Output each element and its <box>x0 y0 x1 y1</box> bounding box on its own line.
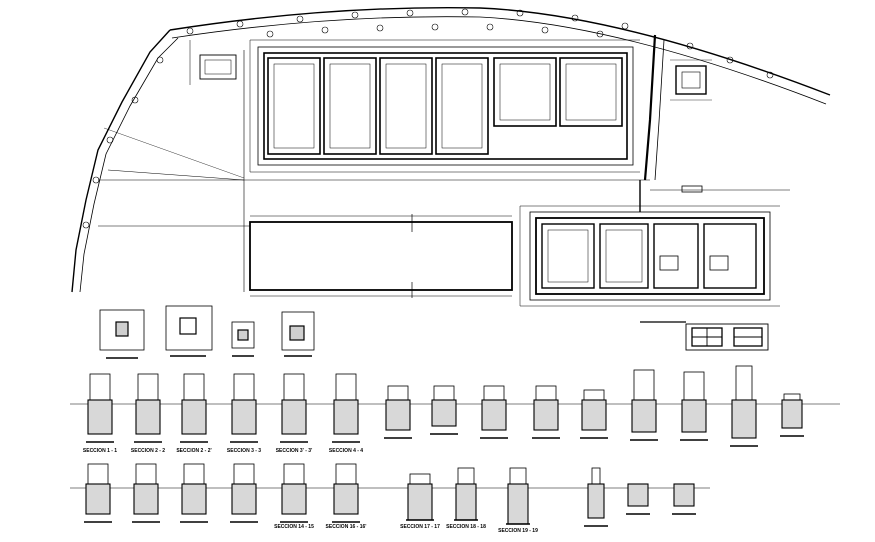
southeast-building-plan <box>519 180 790 307</box>
footing-detail-2 <box>165 305 213 357</box>
section-detail: SECCION 18 - 18 <box>446 467 486 530</box>
section-detail <box>580 389 608 439</box>
upper-section-row: SECCION 1 - 1 SECCION 2 - 2 SECCION 2 - … <box>83 365 804 454</box>
section-detail: SECCION 3 - 3 <box>227 373 261 454</box>
section-detail <box>180 463 208 523</box>
section-detail <box>230 463 258 523</box>
lower-section-row: SECCION 14 - 15 SECCION 16 - 16' SECCION… <box>84 463 696 534</box>
section-detail <box>626 483 650 515</box>
inspection-box-detail <box>640 321 769 351</box>
section-label: SECCION 2 - 2' <box>176 448 211 454</box>
section-detail: SECCION 2 - 2 <box>131 373 165 454</box>
section-detail <box>430 385 458 435</box>
site-boundary-wall <box>71 6 831 293</box>
footing-detail-4 <box>281 311 315 357</box>
section-detail <box>672 483 696 515</box>
section-detail <box>132 463 160 523</box>
section-detail <box>480 385 508 439</box>
section-detail <box>84 463 112 523</box>
section-detail: SECCION 16 - 16' <box>326 463 367 530</box>
section-detail: SECCION 17 - 17 <box>400 473 440 530</box>
north-room-inner-outlines <box>273 63 617 149</box>
section-detail <box>384 385 412 439</box>
section-detail <box>584 467 608 527</box>
section-detail: SECCION 19 - 19 <box>498 467 538 534</box>
central-corridor <box>98 50 650 298</box>
section-label: SECCION 17 - 17 <box>400 524 440 530</box>
footing-detail-group <box>99 305 315 359</box>
section-label: SECCION 16 - 16' <box>326 524 367 530</box>
section-detail: SECCION 3' - 3' <box>276 373 313 454</box>
footing-detail-1 <box>99 309 145 359</box>
section-detail: SECCION 2 - 2' <box>176 373 212 454</box>
section-detail: SECCION 4 - 4 <box>329 373 363 454</box>
boundary-grid-markers <box>82 8 774 229</box>
section-label: SECCION 18 - 18 <box>446 524 486 530</box>
section-detail <box>630 369 658 441</box>
section-detail <box>730 365 758 447</box>
section-label: SECCION 1 - 1 <box>83 448 117 454</box>
north-building-rooms <box>267 57 623 155</box>
section-label: SECCION 4 - 4 <box>329 448 363 454</box>
section-detail <box>780 393 804 437</box>
pool-outline <box>189 40 237 85</box>
cistern-plan <box>670 59 712 101</box>
section-detail: SECCION 1 - 1 <box>83 373 117 454</box>
section-label: SECCION 3' - 3' <box>276 448 313 454</box>
section-label: SECCION 14 - 15 <box>274 524 314 530</box>
section-label: SECCION 3 - 3 <box>227 448 261 454</box>
section-label: SECCION 19 - 19 <box>498 528 538 534</box>
section-detail <box>532 385 560 439</box>
section-label: SECCION 2 - 2 <box>131 448 165 454</box>
section-detail: SECCION 14 - 15 <box>274 463 314 530</box>
footing-detail-3 <box>231 321 255 357</box>
section-detail <box>680 371 708 441</box>
north-building-plan <box>249 39 640 173</box>
